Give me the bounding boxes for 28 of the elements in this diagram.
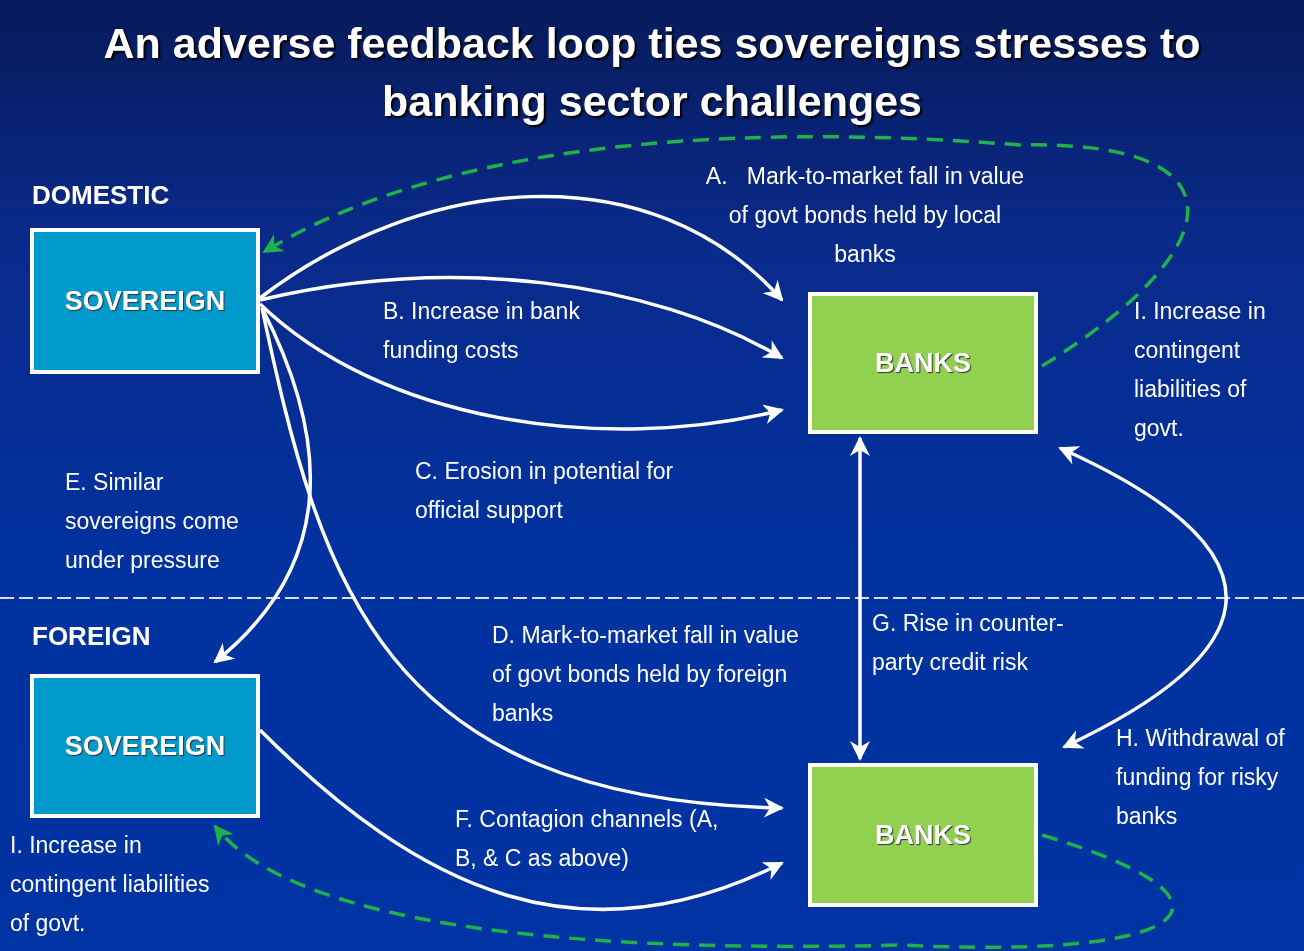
arrow	[850, 436, 870, 761]
edge-label: F. Contagion channels (A, B, & C as above)	[455, 805, 720, 873]
region-label: FOREIGN	[32, 621, 151, 652]
process-box	[30, 228, 260, 374]
edge-label: H. Withdrawal of funding for risky banks	[1116, 724, 1286, 831]
arrow	[259, 194, 784, 302]
node-label: SOVEREIGN	[64, 730, 226, 762]
edge-label: A. Mark-to-market fall in value of govt bonds held by local banks	[704, 162, 1026, 269]
edge-label: B. Increase in bank funding costs	[383, 297, 581, 365]
dashed-arrow	[213, 824, 1174, 949]
arrow	[259, 275, 784, 360]
edge-label: E. Similar sovereigns come under pressure	[65, 468, 240, 575]
node-label: SOVEREIGN	[64, 285, 226, 317]
node-label: BANKS	[875, 819, 971, 851]
edge-label: C. Erosion in potential for official support	[415, 457, 675, 525]
edge-label: G. Rise in counter-party credit risk	[872, 609, 1065, 677]
process-box	[808, 292, 1038, 434]
arrow	[213, 307, 313, 664]
edge-label: I. Increase in contingent liabilities of govt.	[1134, 297, 1267, 443]
edge-label: I. Increase in contingent liabilities of govt.	[10, 831, 211, 938]
arrow	[1058, 446, 1228, 749]
region-label: DOMESTIC	[32, 180, 170, 211]
dashed-arrow	[262, 135, 1189, 368]
process-box	[30, 674, 260, 818]
title: An adverse feedback loop ties sovereigns stresses to banking sector challenges	[102, 18, 1202, 127]
node-label: BANKS	[875, 347, 971, 379]
process-box	[808, 763, 1038, 907]
edge-label: D. Mark-to-market fall in value of govt bonds held by foreign banks	[492, 621, 800, 728]
